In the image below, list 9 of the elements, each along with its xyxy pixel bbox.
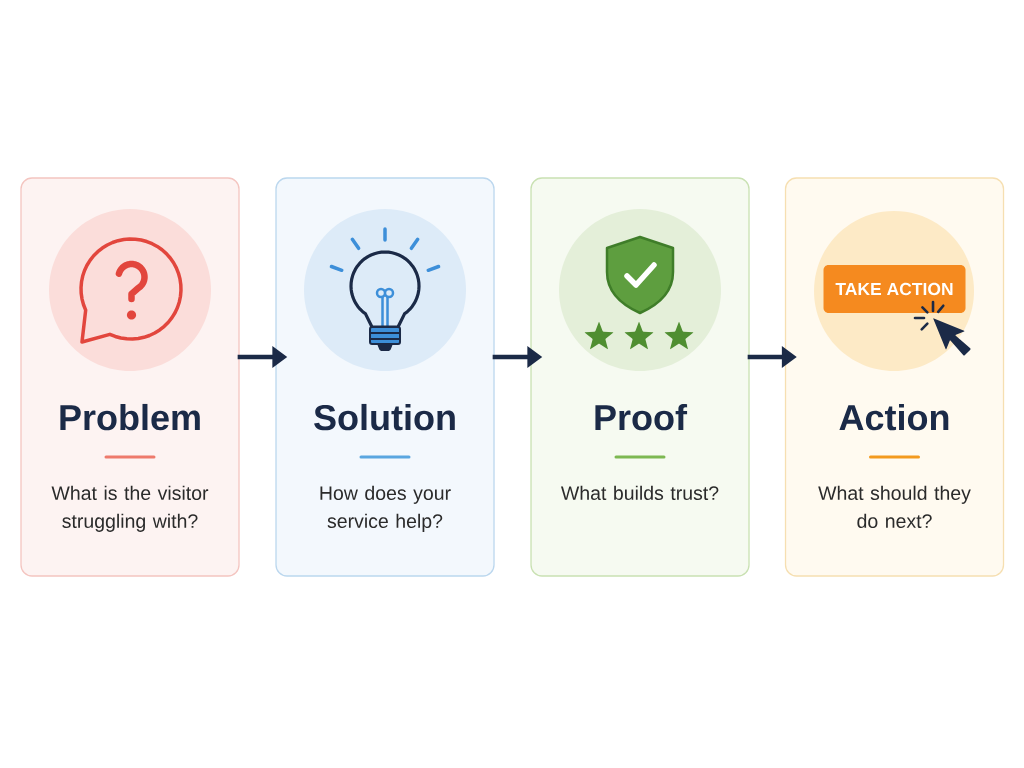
- description: What is the visitor struggling with?: [51, 485, 209, 532]
- description: What builds trust?: [560, 485, 719, 500]
- button: TAKE ACTION: [823, 265, 966, 313]
- description: How does your service help?: [320, 485, 451, 532]
- heading: Proof: [595, 403, 688, 431]
- heading: Action: [839, 403, 949, 431]
- heading: Problem: [60, 403, 200, 431]
- description: What should they do next?: [818, 485, 971, 528]
- heading: Solution: [314, 403, 455, 431]
